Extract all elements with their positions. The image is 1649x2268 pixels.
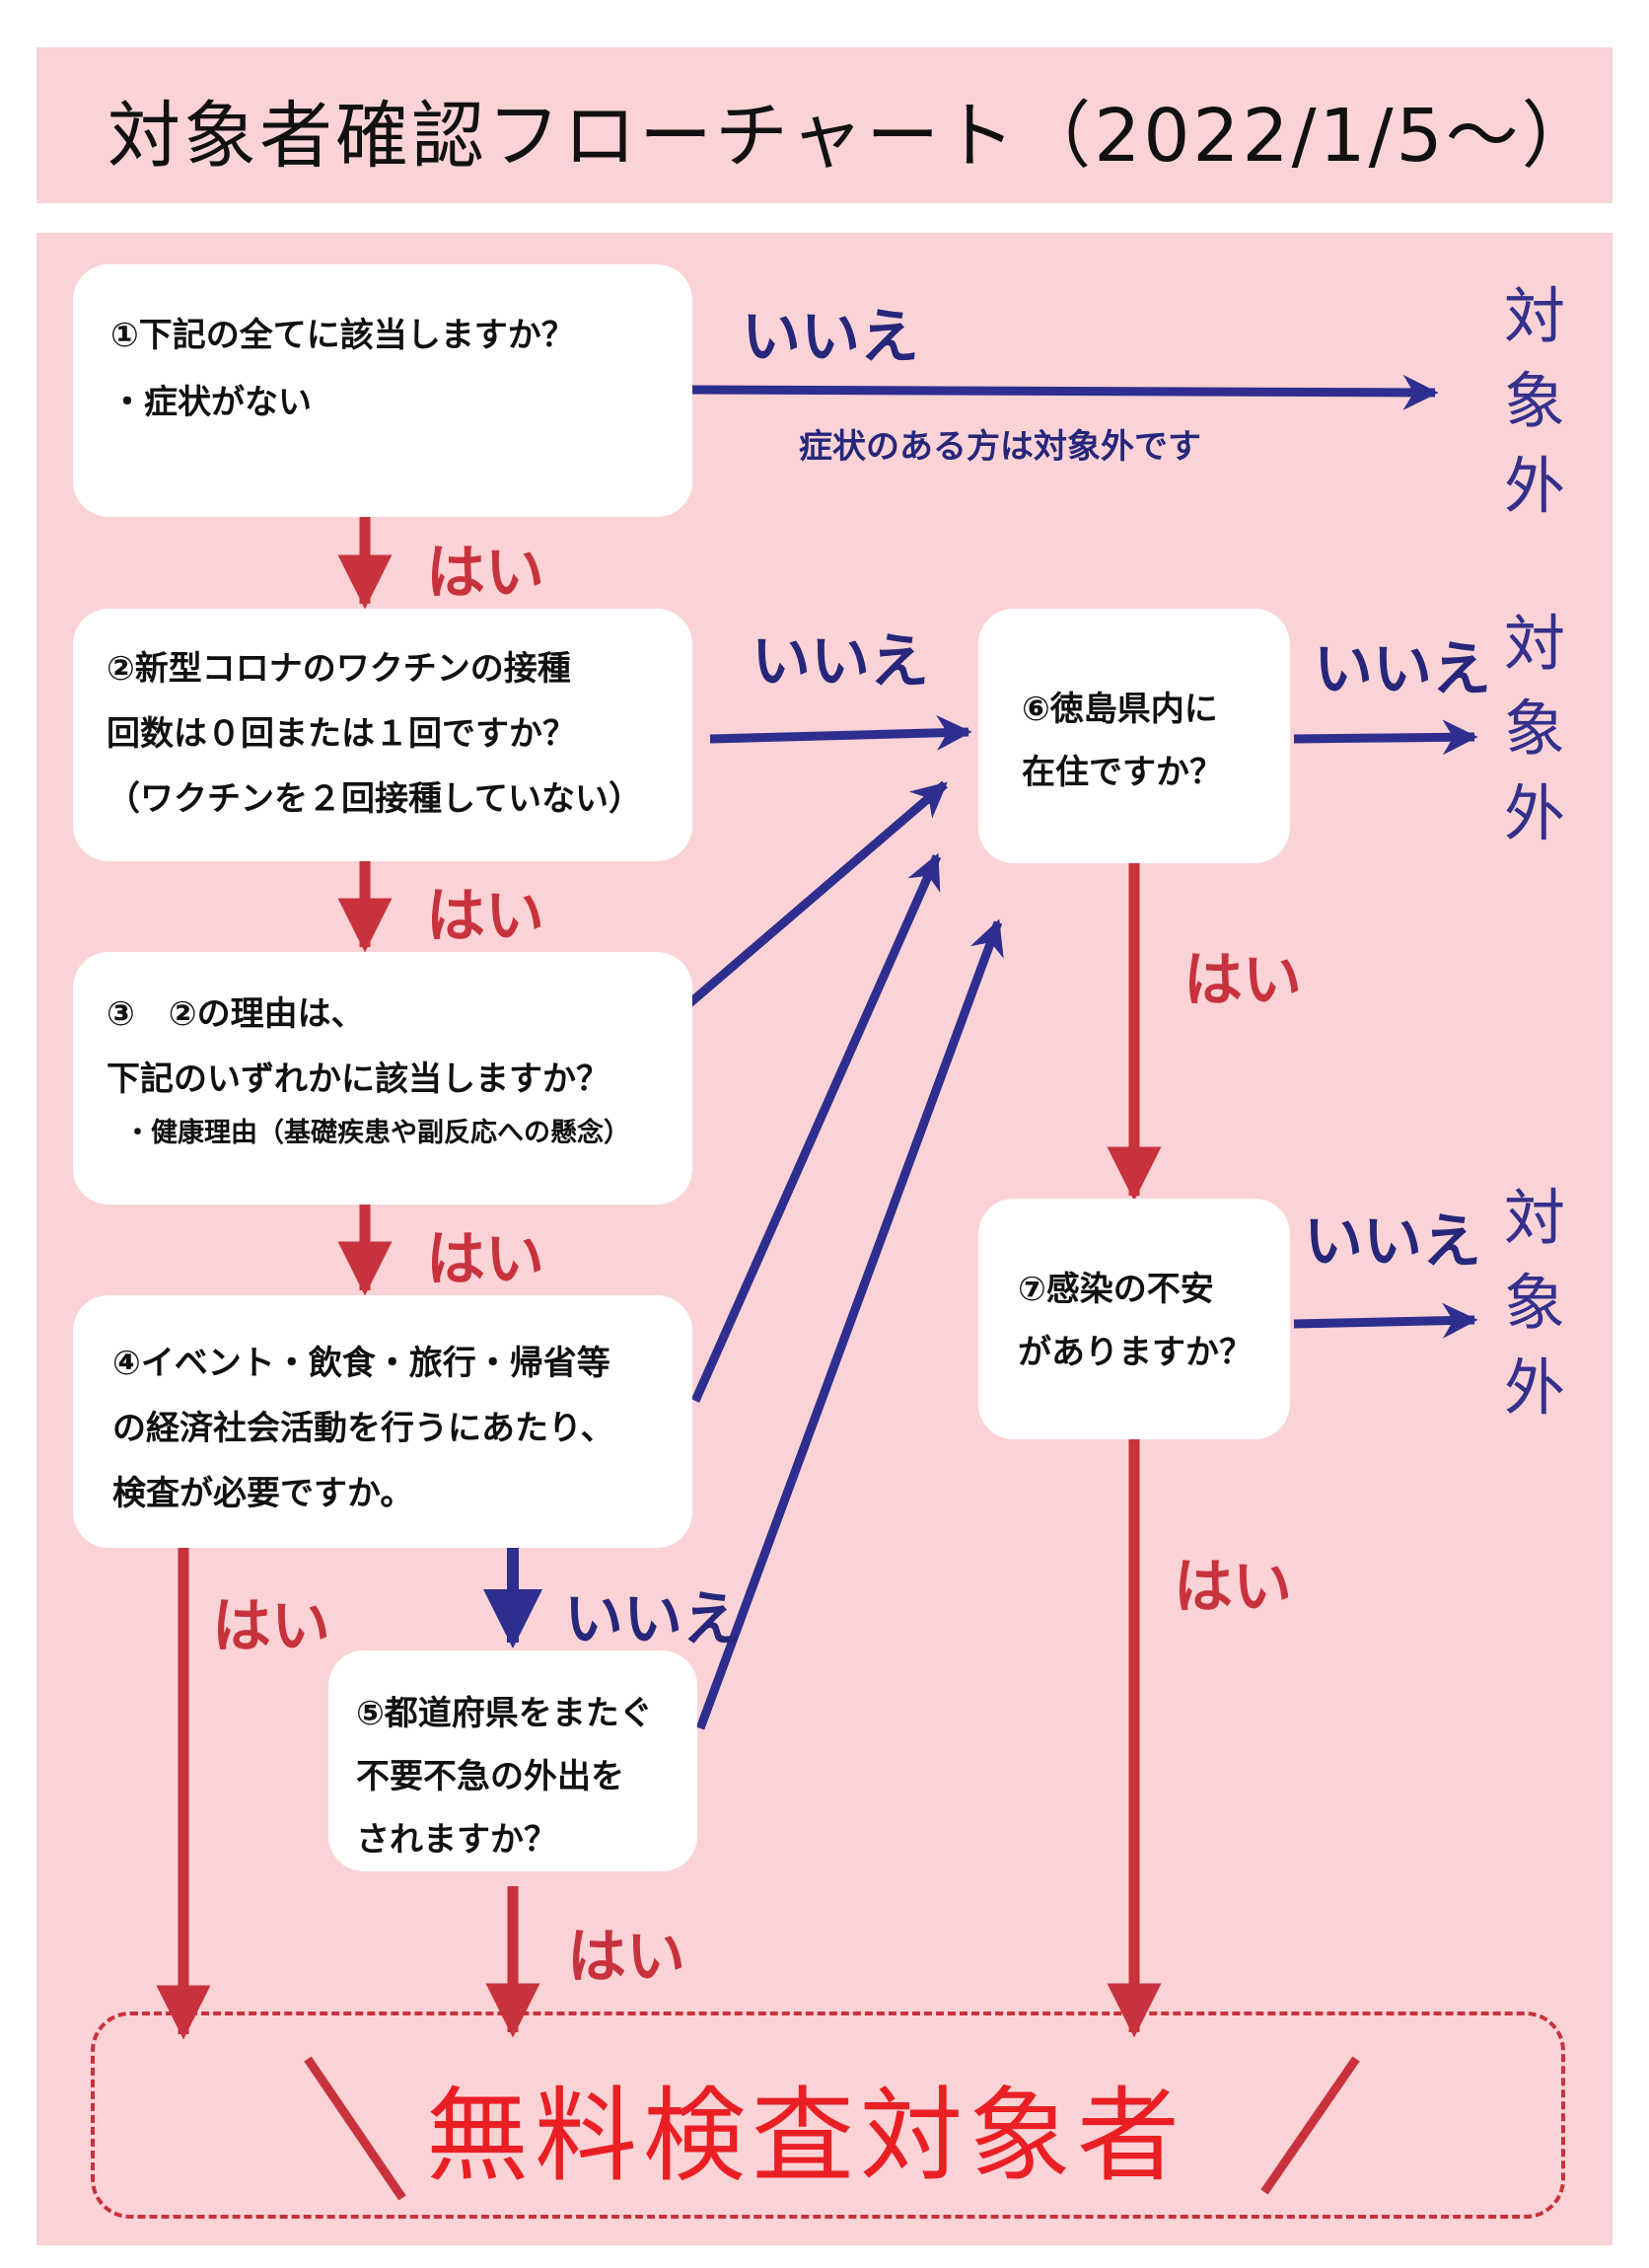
question-3-line-3: ・健康理由（基礎疾患や副反応への懸念） [124,1118,630,1148]
question-3-box: ③ ②の理由は、 下記のいずれかに該当しますか？ ・健康理由（基礎疾患や副反応へ… [73,952,692,1205]
question-6-line-1: ⑥徳島県内に [1022,690,1218,729]
result-text: 無料検査対象者 [426,2076,1186,2196]
no-label-q6: いいえ [1314,635,1491,704]
outside-label-q6: 対象外 [1503,608,1565,849]
question-4-line-3: 検査が必要ですか。 [112,1474,414,1513]
question-1-box: ①下記の全てに該当しますか？ ・症状がない [73,264,692,517]
question-2-line-3: （ワクチンを２回接種していない） [107,779,642,819]
no-label-q4: いいえ [564,1585,742,1654]
yes-label-q6: はい [1183,946,1302,1015]
yes-label-q1: はい [426,539,544,608]
outside-label-q1: 対象外 [1503,280,1565,522]
page-title: 対象者確認フローチャート（2022/1/5〜） [108,94,1598,179]
question-4-line-2: の経済社会活動を行うにあたり、 [112,1409,614,1448]
arrow-q1-no [689,374,1439,410]
yes-label-q4: はい [212,1592,330,1661]
question-1-line-2: ・症状がない [110,383,312,422]
question-5-line-3: されますか？ [356,1820,557,1860]
question-1-line-1: ①下記の全てに該当しますか？ [110,316,575,355]
yes-label-q2: はい [426,882,544,951]
no-label-q2: いいえ [752,627,929,696]
arrow-q2-no [709,714,972,751]
title-band: 対象者確認フローチャート（2022/1/5〜） [36,47,1613,203]
arrow-q6-no [1293,719,1478,756]
question-3-line-1: ③ ②の理由は、 [107,994,365,1034]
yes-label-q7: はい [1174,1553,1292,1622]
arrow-q4-no-to-q6 [690,852,942,1403]
arrow-q3-no [678,780,948,1015]
arrow-q7-no [1293,1302,1478,1339]
result-slash-left [304,2056,406,2201]
question-5-line-1: ⑤都道府県をまたぐ [356,1694,653,1733]
no-label-q7: いいえ [1304,1207,1481,1277]
question-3-line-2: 下記のいずれかに該当しますか？ [107,1060,609,1099]
q1-no-note: 症状のある方は対象外です [799,427,1201,467]
question-6-box: ⑥徳島県内に 在住ですか？ [978,609,1290,863]
question-4-box: ④イベント・飲食・旅行・帰省等 の経済社会活動を行うにあたり、 検査が必要ですか… [73,1295,692,1548]
question-5-line-2: 不要不急の外出を [356,1757,624,1796]
question-4-line-1: ④イベント・飲食・旅行・帰省等 [112,1344,610,1383]
yes-label-q3: はい [426,1225,544,1294]
question-7-line-2: がありますか？ [1018,1333,1253,1372]
no-label-q1: いいえ [742,303,919,372]
question-2-line-2: 回数は０回または１回ですか？ [107,714,576,754]
question-2-box: ②新型コロナのワクチンの接種 回数は０回または１回ですか？ （ワクチンを２回接種… [73,609,692,861]
flowchart-panel [36,233,1613,2245]
result-box [91,2012,1565,2219]
question-5-box: ⑤都道府県をまたぐ 不要不急の外出を されますか？ [328,1650,697,1871]
question-7-line-1: ⑦感染の不安 [1018,1270,1214,1309]
question-6-line-2: 在住ですか？ [1022,753,1223,792]
yes-label-q5: はい [567,1923,685,1992]
outside-label-q7: 対象外 [1503,1182,1565,1424]
result-slash-right [1260,2056,1360,2195]
question-2-line-1: ②新型コロナのワクチンの接種 [107,649,571,689]
arrow-q5-no-to-q6 [695,918,1004,1730]
question-7-box: ⑦感染の不安 がありますか？ [978,1199,1290,1439]
